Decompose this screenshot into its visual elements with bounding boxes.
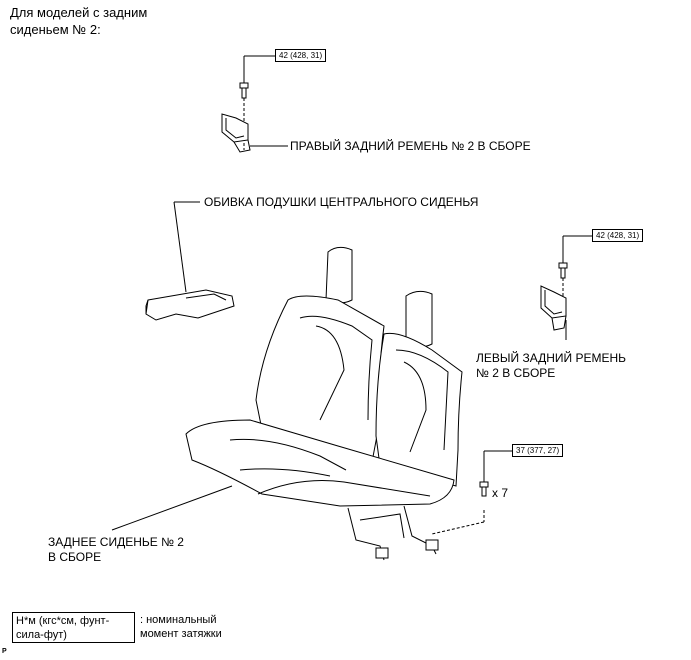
label-left-rear-belt-line-1: ЛЕВЫЙ ЗАДНИЙ РЕМЕНЬ: [476, 351, 627, 365]
bolt-quantity: x 7: [492, 486, 509, 500]
diagram-heading: Для моделей с задним сиденьем № 2:: [10, 4, 147, 38]
label-rear-seat-line-2: В СБОРЕ: [48, 550, 102, 564]
torque-callout-bottom: 37 (377, 27): [512, 444, 564, 457]
heading-line-2: сиденьем № 2:: [10, 22, 101, 37]
cushion-cover-part: [145, 201, 235, 321]
left-belt-bracket: [540, 285, 567, 340]
label-rear-seat-line-1: ЗАДНЕЕ СИДЕНЬЕ № 2: [48, 535, 184, 549]
legend-box-line-1: Н*м (кгс*см, фунт-: [16, 615, 110, 627]
label-left-rear-belt: ЛЕВЫЙ ЗАДНИЙ РЕМЕНЬ № 2 В СБОРЕ: [476, 351, 626, 381]
torque-callout-right: 42 (428, 31): [592, 229, 644, 242]
torque-unit-legend-box: Н*м (кгс*см, фунт- сила-фут): [12, 612, 135, 643]
legend-text-line-2: момент затяжки: [140, 628, 222, 640]
label-left-rear-belt-line-2: № 2 В СБОРЕ: [476, 366, 556, 380]
rear-seat-assembly: [111, 246, 463, 561]
legend-text-line-1: : номинальный: [140, 614, 217, 626]
heading-line-1: Для моделей с задним: [10, 5, 148, 20]
torque-legend-description: : номинальный момент затяжки: [140, 613, 222, 641]
corner-mark: P: [2, 648, 7, 655]
label-rear-seat: ЗАДНЕЕ СИДЕНЬЕ № 2 В СБОРЕ: [48, 535, 184, 565]
torque-callout-top: 42 (428, 31): [275, 49, 327, 62]
right-belt-bracket: [221, 113, 288, 153]
bottom-bolt: [431, 450, 512, 535]
label-right-rear-belt: ПРАВЫЙ ЗАДНИЙ РЕМЕНЬ № 2 В СБОРЕ: [290, 139, 531, 153]
legend-box-line-2: сила-фут): [16, 629, 67, 641]
label-cushion-cover: ОБИВКА ПОДУШКИ ЦЕНТРАЛЬНОГО СИДЕНЬЯ: [204, 195, 479, 209]
